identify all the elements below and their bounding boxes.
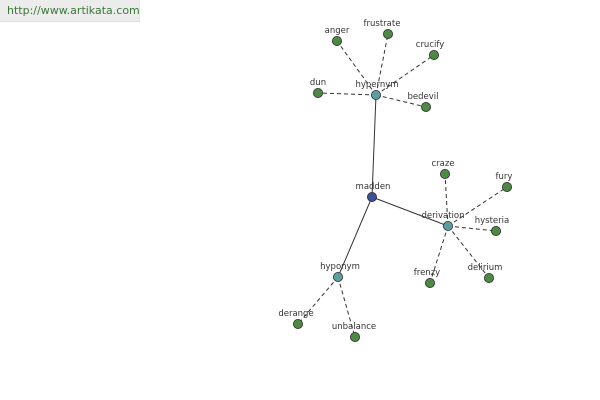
node-label-frustrate: frustrate xyxy=(364,19,401,29)
edge-hypernym-crucify xyxy=(375,54,435,96)
node-frustrate[interactable] xyxy=(382,28,393,39)
edge-hyponym-unbalance xyxy=(337,276,356,338)
node-label-delirium: delirium xyxy=(468,263,503,273)
node-hysteria[interactable] xyxy=(490,225,501,236)
edge-hypernym-frustrate xyxy=(375,33,389,96)
edge-derivation-frenzy xyxy=(429,225,449,284)
edge-derivation-fury xyxy=(447,186,508,227)
watermark-link[interactable]: http://www.artikata.com xyxy=(7,4,140,17)
node-label-craze: craze xyxy=(431,159,454,169)
edge-hyponym-derange xyxy=(297,276,339,325)
nodes-layer xyxy=(292,28,512,342)
edge-hypernym-dun xyxy=(317,92,377,96)
node-label-hyponym: hyponym xyxy=(320,262,360,272)
node-derange[interactable] xyxy=(292,318,303,329)
node-label-unbalance: unbalance xyxy=(332,322,376,332)
edge-derivation-craze xyxy=(444,173,449,227)
node-madden[interactable] xyxy=(366,191,377,202)
edge-hypernym-bedevil xyxy=(375,94,427,108)
node-label-dun: dun xyxy=(310,78,326,88)
node-hypernym[interactable] xyxy=(370,90,381,101)
edges-layer xyxy=(297,33,508,338)
labels-layer: madden hypernym derivation hyponym anger frus… xyxy=(278,19,512,332)
node-label-anger: anger xyxy=(325,26,350,36)
node-crucify[interactable] xyxy=(428,50,439,61)
node-label-derivation: derivation xyxy=(421,211,464,221)
node-label-crucify: crucify xyxy=(416,40,444,50)
edge-madden-derivation xyxy=(371,196,449,227)
watermark-banner: http://www.artikata.com xyxy=(0,0,140,22)
node-fury[interactable] xyxy=(501,181,512,192)
node-derivation[interactable] xyxy=(442,220,453,231)
node-delirium[interactable] xyxy=(483,272,494,283)
node-label-hypernym: hypernym xyxy=(355,80,398,90)
node-frenzy[interactable] xyxy=(424,277,435,288)
node-anger[interactable] xyxy=(331,36,342,47)
node-label-hysteria: hysteria xyxy=(475,216,509,226)
node-craze[interactable] xyxy=(439,168,450,179)
node-label-bedevil: bedevil xyxy=(407,92,438,102)
edge-madden-hyponym xyxy=(337,196,373,278)
node-label-derange: derange xyxy=(278,309,313,319)
edge-madden-hypernym xyxy=(371,94,377,198)
node-dun[interactable] xyxy=(312,88,323,99)
edge-derivation-hysteria xyxy=(447,225,497,232)
node-unbalance[interactable] xyxy=(349,331,360,342)
node-hyponym[interactable] xyxy=(332,271,343,282)
node-label-frenzy: frenzy xyxy=(414,268,440,278)
node-bedevil[interactable] xyxy=(420,102,431,113)
node-label-fury: fury xyxy=(496,172,513,182)
node-label-madden: madden xyxy=(356,182,391,192)
